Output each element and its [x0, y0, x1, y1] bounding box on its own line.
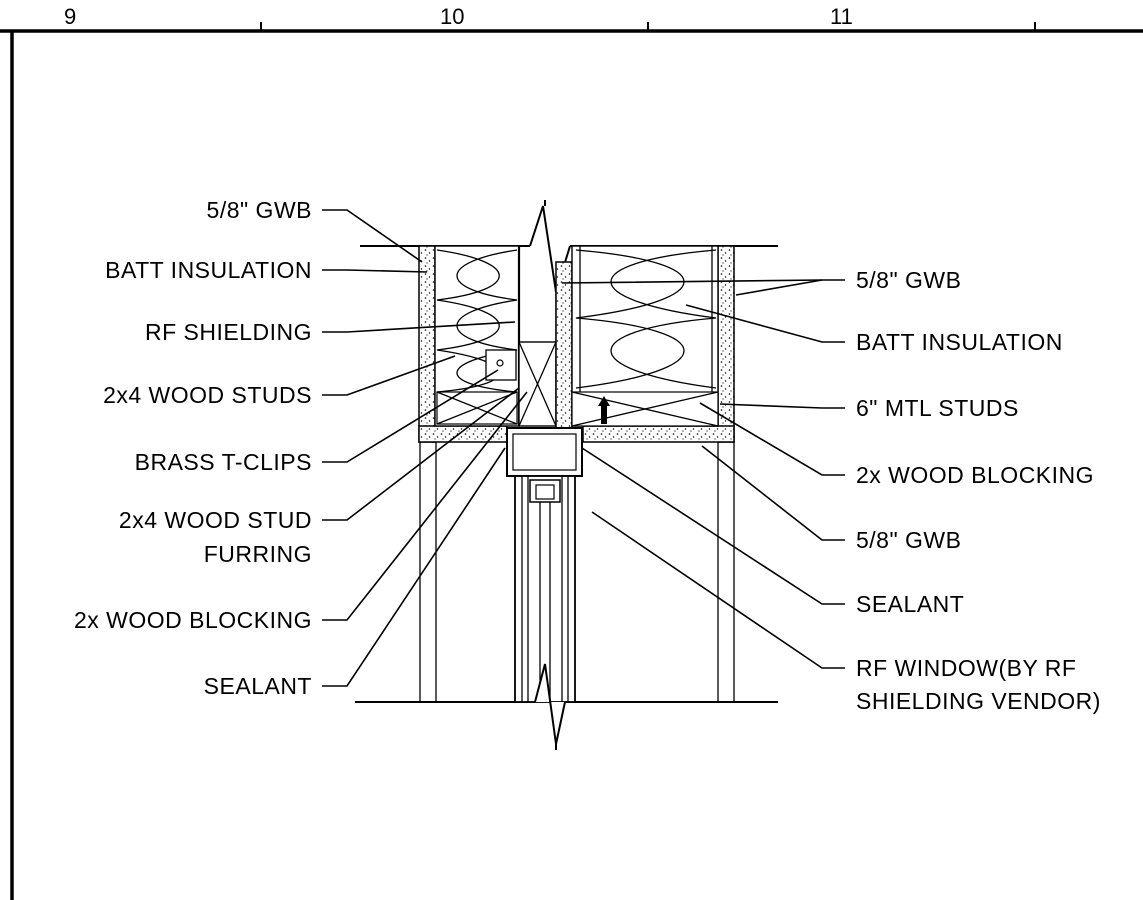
label-gwb-left: 5/8" GWB — [207, 197, 312, 223]
leader-sealant-left — [322, 447, 506, 687]
label-gwb-right-bottom: 5/8" GWB — [856, 527, 961, 553]
label-blocking-right: 2x WOOD BLOCKING — [856, 462, 1094, 488]
label-rf-shielding: RF SHIELDING — [145, 319, 312, 345]
right-leaders — [561, 279, 845, 669]
leader-batt-right — [685, 304, 845, 343]
break-line-bottom — [534, 663, 566, 745]
label-t-clips: BRASS T-CLIPS — [135, 449, 312, 475]
label-rf-window-line1: RF WINDOW(BY RF — [856, 655, 1076, 681]
label-blocking-left: 2x WOOD BLOCKING — [74, 607, 312, 633]
ruler-label-11: 11 — [830, 4, 853, 29]
leader-rf-shielding — [322, 321, 516, 333]
label-rf-window-line2: SHIELDING VENDOR) — [856, 688, 1101, 714]
label-wood-studs: 2x4 WOOD STUDS — [103, 382, 312, 408]
label-sealant-left: SEALANT — [204, 673, 312, 699]
leader-gwb-left — [322, 209, 423, 263]
label-furring-line2: FURRING — [204, 541, 312, 567]
ruler-label-10: 10 — [440, 4, 464, 29]
label-sealant-right: SEALANT — [856, 591, 964, 617]
rf-window-frame — [506, 427, 583, 703]
label-batt-right: BATT INSULATION — [856, 329, 1063, 355]
leader-gwb-right-b — [735, 279, 823, 296]
leader-batt-left — [322, 269, 428, 273]
right-wall-gwb — [555, 245, 735, 443]
leader-rf-window — [591, 511, 845, 669]
label-gwb-right-top: 5/8" GWB — [856, 267, 961, 293]
label-furring-line1: 2x4 WOOD STUD — [119, 507, 312, 533]
leader-mtl-studs — [719, 403, 845, 409]
leader-blocking-left — [322, 391, 528, 621]
leader-sealant-right — [581, 447, 845, 605]
right-batt-insulation — [575, 249, 717, 389]
left-leaders — [322, 209, 528, 687]
label-batt-left: BATT INSULATION — [105, 257, 312, 283]
leader-wood-studs — [322, 355, 456, 396]
ruler-label-9: 9 — [64, 4, 76, 29]
sheet-border — [0, 22, 1143, 900]
leader-t-clips — [322, 369, 499, 463]
leader-gwb-bottom — [701, 445, 845, 541]
leader-furring — [322, 387, 520, 521]
leader-blocking-right — [699, 402, 845, 476]
blocking-fastener — [601, 404, 607, 424]
label-mtl-studs: 6" MTL STUDS — [856, 395, 1019, 421]
